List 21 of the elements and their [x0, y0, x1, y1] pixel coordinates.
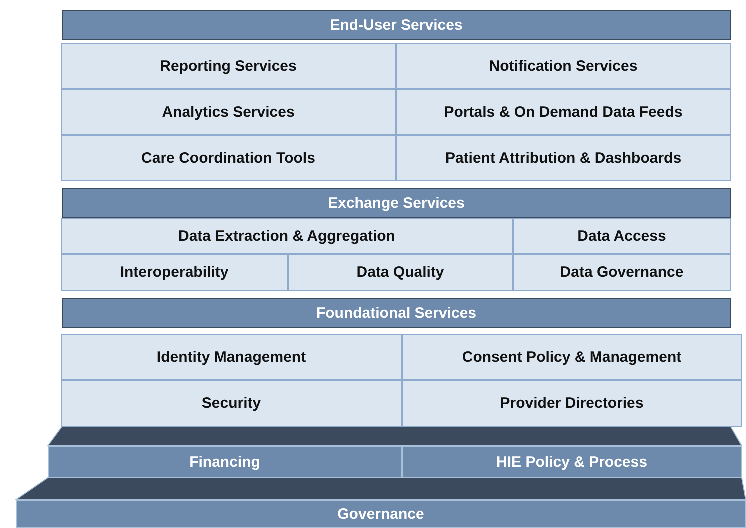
layer-header: Foundational Services: [62, 298, 731, 328]
service-cell: Consent Policy & Management: [402, 334, 742, 380]
service-cell: Data Quality: [288, 254, 513, 291]
service-cell: Patient Attribution & Dashboards: [396, 135, 731, 181]
service-cell: Security: [61, 380, 402, 427]
layer-step: HIE Policy & Process: [402, 446, 742, 478]
layer-step: Financing: [48, 446, 402, 478]
service-cell: Notification Services: [396, 43, 731, 89]
service-cell: Interoperability: [61, 254, 288, 291]
service-cell: Portals & On Demand Data Feeds: [396, 89, 731, 135]
layer-header: Exchange Services: [62, 188, 731, 218]
service-cell: Data Extraction & Aggregation: [61, 218, 513, 254]
service-cell: Provider Directories: [402, 380, 742, 427]
service-cell: Data Access: [513, 218, 731, 254]
service-cell: Analytics Services: [61, 89, 396, 135]
layer-step: Governance: [16, 500, 746, 528]
service-cell: Data Governance: [513, 254, 731, 291]
service-cell: Identity Management: [61, 334, 402, 380]
service-cell: Reporting Services: [61, 43, 396, 89]
service-cell: Care Coordination Tools: [61, 135, 396, 181]
layer-header: End-User Services: [62, 10, 731, 40]
